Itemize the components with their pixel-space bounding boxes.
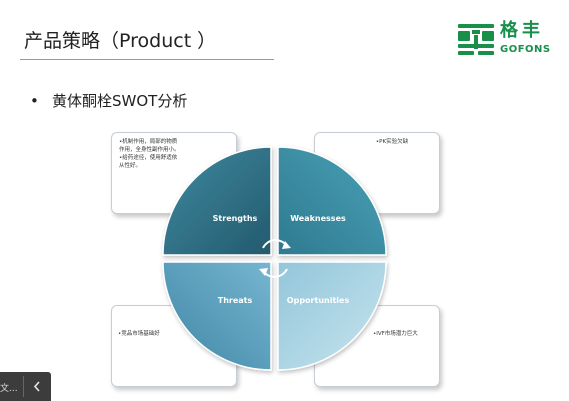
chevron-left-icon[interactable]	[28, 376, 46, 397]
title-area: 产品策略（Product ）	[20, 24, 274, 60]
note-bottom-right-text: •IVF市场潜力巨大	[373, 331, 418, 337]
note-line: •机制作用，局部的物质	[119, 139, 178, 145]
threats-label: Threats	[218, 296, 253, 305]
opportunities-quadrant	[277, 261, 387, 371]
company-logo: 格丰 GOFONS	[456, 20, 564, 60]
nav-divider	[23, 376, 24, 397]
cycle-arrow-head-icon	[259, 268, 268, 276]
note-bottom-left-text: •竞品市场基础好	[118, 331, 160, 337]
weaknesses-quadrant	[277, 146, 387, 256]
logo-mark-icon	[458, 24, 494, 55]
strengths-label: Strengths	[213, 214, 258, 223]
note-top-left-text: •机制作用，局部的物质 作用，全身性副作用小。 •给药途径，使用舒适依 从性好。	[119, 138, 231, 170]
bullet-point: • 黄体酮栓SWOT分析	[30, 90, 187, 112]
weaknesses-label: Weaknesses	[290, 214, 346, 223]
slide-nav-bar: 文...	[0, 372, 51, 401]
note-line: •给药途径，使用舒适依	[119, 155, 178, 161]
note-line: 作用，全身性副作用小。	[119, 147, 180, 153]
logo-english-name: GOFONS	[500, 44, 551, 55]
logo-chinese-name: 格丰	[500, 20, 544, 41]
threats-quadrant	[162, 261, 272, 371]
note-line: 从性好。	[119, 163, 142, 169]
slide-title: 产品策略（Product ）	[24, 30, 217, 52]
strengths-quadrant	[162, 146, 272, 256]
cycle-arrow-head-icon	[282, 241, 291, 249]
note-top-right-text: •PK实验欠缺	[375, 139, 409, 145]
nav-label[interactable]: 文...	[0, 384, 18, 394]
bullet-dot: •	[30, 92, 39, 110]
opportunities-label: Opportunities	[287, 296, 350, 305]
bullet-text: 黄体酮栓SWOT分析	[52, 92, 188, 110]
title-underline	[20, 59, 274, 60]
